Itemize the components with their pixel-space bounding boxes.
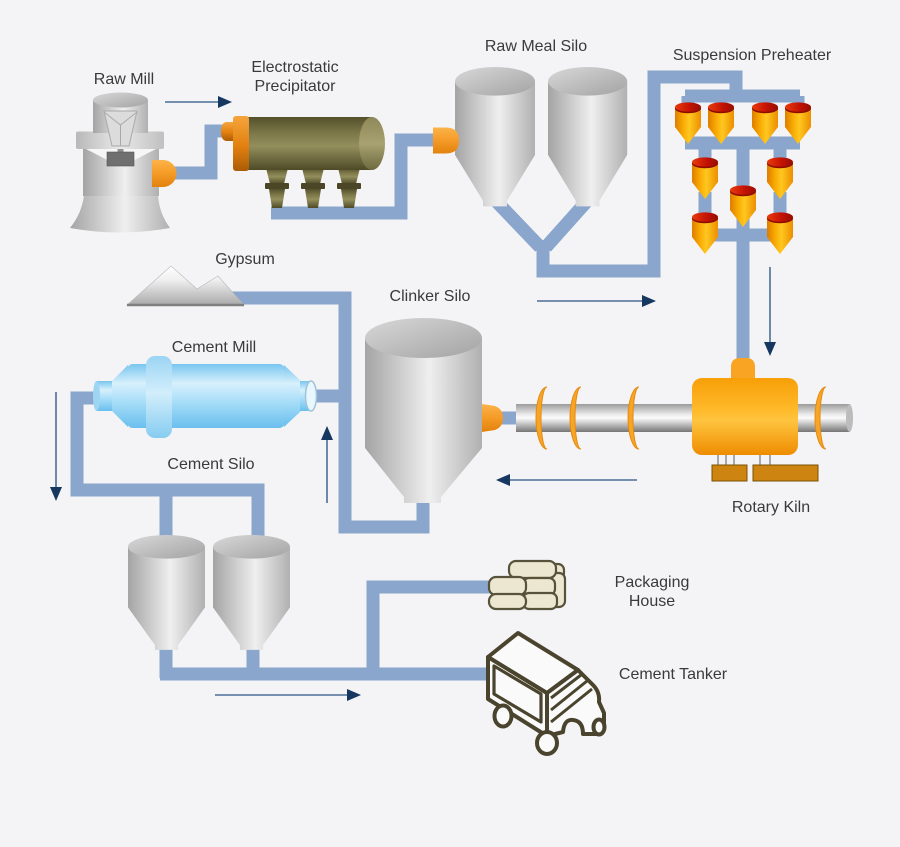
- arrow-silo-to-preheater: [537, 295, 656, 307]
- clinker-silo-outlet-nozzle: [482, 404, 503, 432]
- label-electrostatic-precipitator-line2: Precipitator: [254, 78, 336, 95]
- arrow-preheater-to-kiln: [764, 267, 776, 356]
- packaging-house-figure: [487, 559, 567, 611]
- label-cement-mill: Cement Mill: [171, 339, 257, 356]
- cement-silo-figure: [128, 535, 290, 650]
- electrostatic-precipitator-figure: [221, 116, 385, 208]
- label-electrostatic-precipitator-line1: Electrostatic: [251, 59, 339, 76]
- arrow-mill-to-cement-silo: [50, 392, 62, 501]
- label-electrostatic-precipitator: Electrostatic Precipitator: [251, 58, 338, 96]
- label-packaging-house-line1: Packaging: [614, 574, 690, 591]
- cement-tanker-figure: [486, 631, 607, 756]
- label-raw-meal-silo: Raw Meal Silo: [484, 38, 588, 55]
- rotary-kiln-figure: [516, 358, 853, 482]
- label-clinker-silo: Clinker Silo: [389, 288, 471, 305]
- label-rotary-kiln: Rotary Kiln: [731, 499, 811, 516]
- arrow-raw-mill-to-precipitator: [165, 96, 232, 108]
- label-gypsum: Gypsum: [215, 251, 275, 268]
- kiln-inlet-connector: [731, 358, 755, 380]
- truck-rear-wheel: [492, 703, 514, 729]
- flow-arrows: [50, 96, 776, 701]
- label-cement-silo: Cement Silo: [167, 456, 255, 473]
- gypsum-figure: [126, 265, 245, 307]
- arrow-kiln-to-clinker-silo: [496, 474, 637, 486]
- truck-middle-wheel: [535, 730, 559, 756]
- kiln-tyre-rings: [535, 386, 827, 450]
- clinker-silo-figure: [365, 318, 503, 503]
- kiln-support-left: [711, 464, 748, 482]
- kiln-support-right: [752, 464, 819, 482]
- raw-mill-outlet-nozzle: [152, 160, 177, 187]
- precipitator-inlet-fitting: [221, 122, 233, 141]
- raw-meal-silo-inlet-nozzle: [433, 127, 459, 154]
- label-suspension-preheater: Suspension Preheater: [672, 47, 832, 64]
- precipitator-legs: [265, 168, 361, 208]
- truck-front-wheel: [591, 717, 607, 737]
- arrow-silo-to-shipping: [215, 689, 361, 701]
- label-cement-tanker: Cement Tanker: [618, 666, 728, 683]
- raw-meal-silo-figure: [433, 67, 628, 207]
- arrow-clinker-to-mill: [321, 426, 333, 503]
- cement-mill-figure: [93, 356, 318, 438]
- label-packaging-house: Packaging House: [615, 573, 690, 611]
- label-raw-mill: Raw Mill: [93, 71, 155, 88]
- raw-mill-figure: [70, 92, 177, 233]
- label-packaging-house-line2: House: [628, 593, 676, 610]
